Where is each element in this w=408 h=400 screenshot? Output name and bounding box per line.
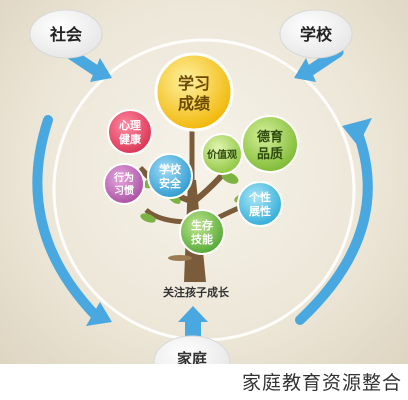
left-curved-arrow bbox=[32, 115, 103, 323]
footer-caption: 家庭教育资源整合 bbox=[241, 372, 402, 394]
caption: 关注孩子成长 bbox=[163, 285, 230, 299]
right-curved-arrow bbox=[295, 123, 373, 325]
life-skills-node: 生存 技能 bbox=[179, 209, 225, 255]
personality-line-2: 展性 bbox=[248, 204, 271, 218]
left-arrow-head bbox=[86, 302, 112, 326]
values-label: 价值观 bbox=[207, 148, 237, 161]
family-label: 家庭 bbox=[177, 350, 208, 368]
values-node: 价值观 bbox=[201, 133, 243, 175]
personality-line-1: 个性 bbox=[248, 190, 271, 204]
school-safety-node: 学校 安全 bbox=[147, 153, 193, 199]
behavior-node: 行为 习惯 bbox=[103, 163, 145, 205]
academic-line-2: 成绩 bbox=[178, 94, 210, 113]
behavior-line-2: 习惯 bbox=[114, 184, 134, 197]
moral-node: 德育 品质 bbox=[241, 115, 299, 173]
personality-node: 个性 展性 bbox=[237, 181, 283, 227]
footer-bar bbox=[0, 364, 408, 400]
society-node: 社会 bbox=[29, 9, 103, 59]
school-safety-line-1: 学校 bbox=[159, 162, 182, 176]
school-arrow-head bbox=[294, 58, 316, 82]
moral-line-2: 品质 bbox=[257, 146, 283, 162]
behavior-line-1: 行为 bbox=[113, 171, 134, 184]
psychology-line-2: 健康 bbox=[119, 132, 142, 146]
education-tree-diagram: 关注孩子成长 社会 学校 家庭 学习 成绩 心理 健康 德育 品质 价值观 学 bbox=[29, 9, 373, 372]
school-label: 学校 bbox=[300, 25, 333, 44]
right-arrow-head bbox=[342, 118, 372, 146]
family-arrow-head bbox=[178, 306, 208, 322]
psychology-node: 心理 健康 bbox=[107, 109, 153, 155]
academic-line-1: 学习 bbox=[178, 74, 210, 93]
school-safety-line-2: 安全 bbox=[159, 176, 182, 190]
society-label: 社会 bbox=[49, 25, 82, 44]
academic-node: 学习 成绩 bbox=[154, 52, 234, 132]
life-skills-line-2: 技能 bbox=[191, 232, 213, 246]
moral-line-1: 德育 bbox=[257, 129, 283, 145]
psychology-line-1: 心理 bbox=[119, 119, 141, 132]
society-arrow-head bbox=[90, 58, 112, 82]
family-node: 家庭 bbox=[153, 335, 231, 372]
school-node: 学校 bbox=[279, 9, 353, 59]
life-skills-line-1: 生存 bbox=[191, 218, 213, 232]
